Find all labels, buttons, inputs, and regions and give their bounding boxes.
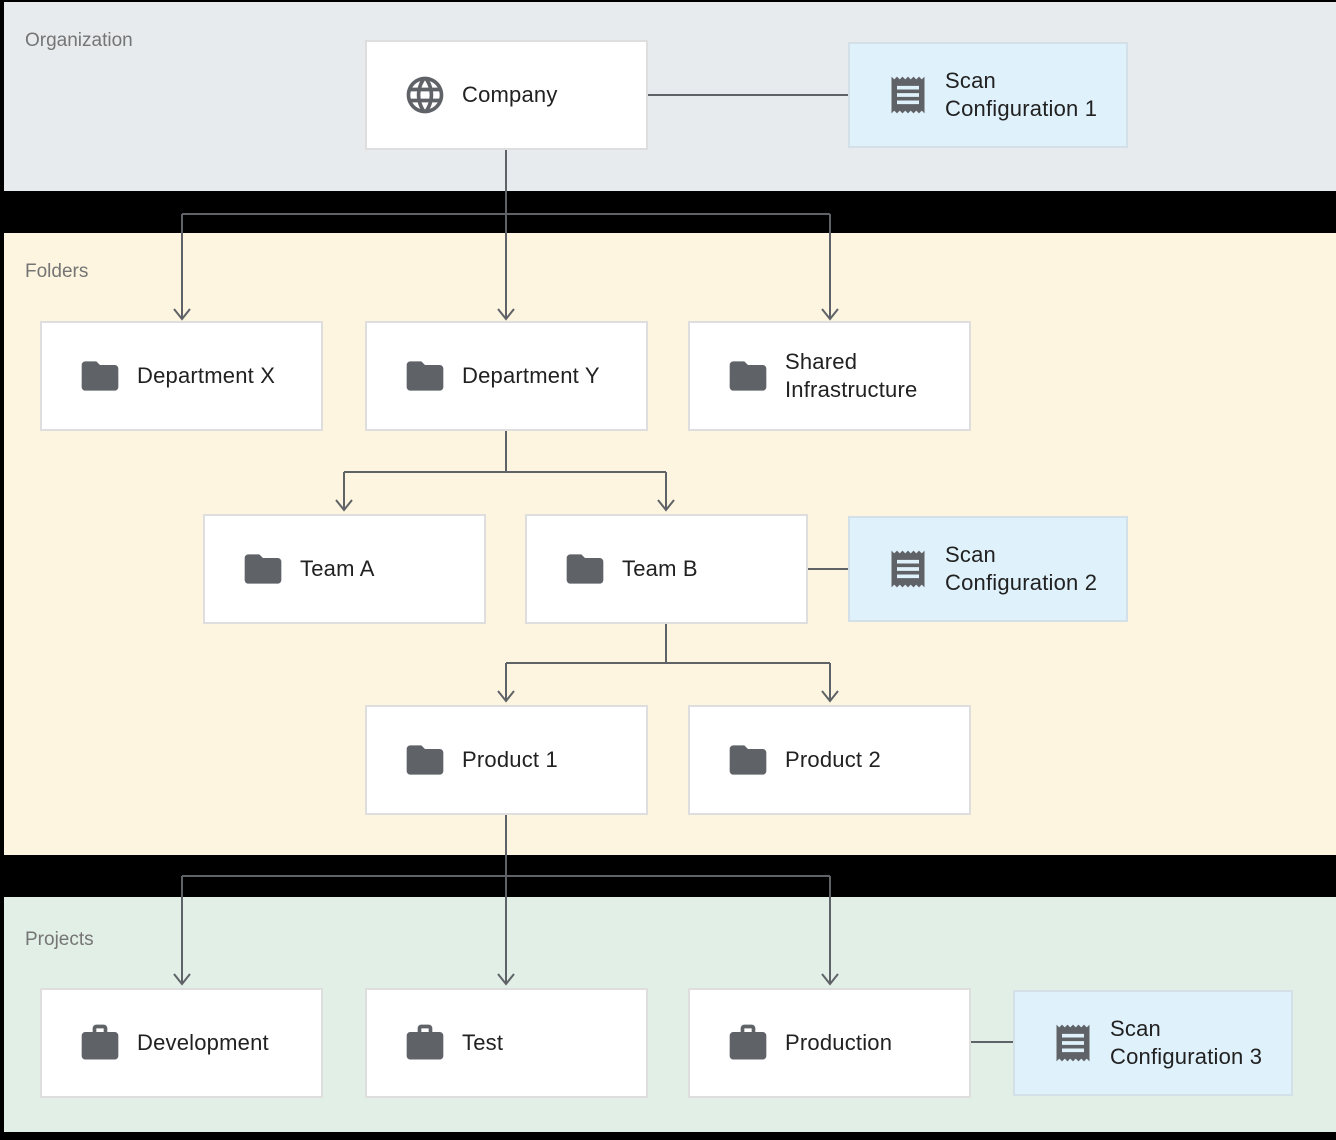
organization-section-label: Organization: [25, 30, 133, 51]
folders-section-label: Folders: [25, 261, 89, 282]
node-label: Department Y: [462, 363, 600, 388]
node-label: Test: [462, 1030, 504, 1055]
node-label: Scan Configuration 3: [1110, 1016, 1263, 1069]
node-label: Scan Configuration 1: [945, 68, 1098, 121]
organization-band: [4, 2, 1336, 191]
node-scan-configuration-2: Scan Configuration 2: [848, 516, 1128, 622]
node-shared-infrastructure: Shared Infrastructure: [688, 321, 971, 431]
globe-icon: [403, 73, 447, 117]
node-team-b: Team B: [525, 514, 808, 624]
node-label: Scan Configuration 2: [945, 542, 1098, 595]
node-test: Test: [365, 988, 648, 1098]
node-department-x: Department X: [40, 321, 323, 431]
folder-icon: [241, 547, 285, 591]
node-label: Company: [462, 82, 558, 107]
receipt-icon: [886, 547, 930, 591]
folder-icon: [726, 354, 770, 398]
node-team-a: Team A: [203, 514, 486, 624]
briefcase-icon: [78, 1021, 122, 1065]
node-company: Company: [365, 40, 648, 150]
node-product-1: Product 1: [365, 705, 648, 815]
folder-icon: [403, 738, 447, 782]
folder-icon: [726, 738, 770, 782]
receipt-icon: [886, 73, 930, 117]
node-production: Production: [688, 988, 971, 1098]
folder-icon: [403, 354, 447, 398]
node-label: Shared Infrastructure: [785, 349, 918, 402]
node-label: Team A: [300, 556, 375, 581]
node-label: Development: [137, 1030, 269, 1055]
node-label: Product 2: [785, 747, 881, 772]
node-label: Department X: [137, 363, 276, 388]
node-label: Production: [785, 1030, 893, 1055]
briefcase-icon: [403, 1021, 447, 1065]
briefcase-icon: [726, 1021, 770, 1065]
node-label: Product 1: [462, 747, 558, 772]
node-scan-configuration-1: Scan Configuration 1: [848, 42, 1128, 148]
receipt-icon: [1051, 1021, 1095, 1065]
projects-section-label: Projects: [25, 929, 94, 950]
node-development: Development: [40, 988, 323, 1098]
folder-icon: [563, 547, 607, 591]
folder-icon: [78, 354, 122, 398]
node-product-2: Product 2: [688, 705, 971, 815]
node-scan-configuration-3: Scan Configuration 3: [1013, 990, 1293, 1096]
node-department-y: Department Y: [365, 321, 648, 431]
node-label: Team B: [622, 556, 698, 581]
